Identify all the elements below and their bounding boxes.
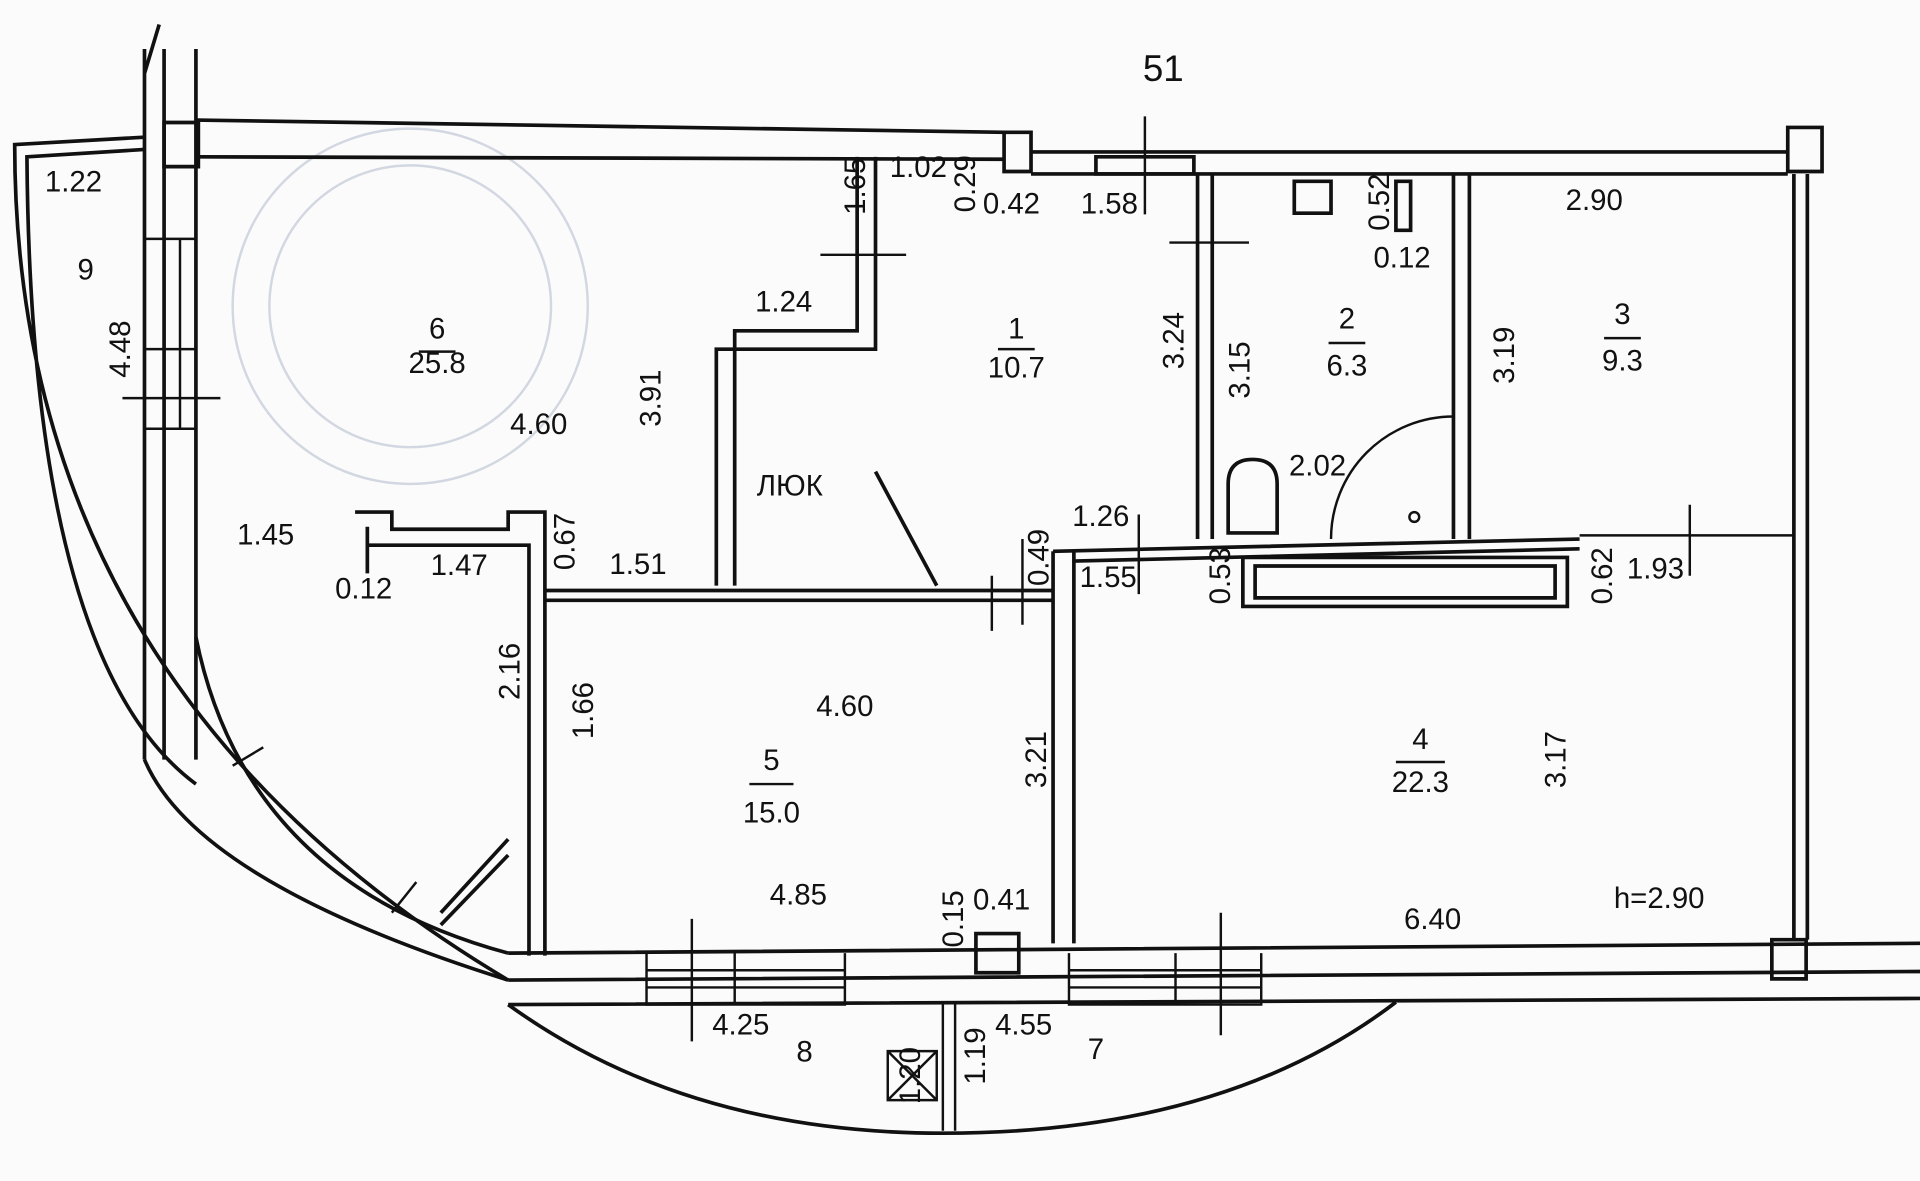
dimension: 3.17 <box>1539 731 1572 788</box>
dimension: 3.91 <box>634 370 667 427</box>
dimension: 0.67 <box>549 513 582 570</box>
dimension: 1.55 <box>1080 561 1137 594</box>
dimension: 0.52 <box>1363 174 1396 231</box>
dimension: 0.49 <box>1023 529 1056 586</box>
room-3: 3 9.3 <box>1602 298 1643 378</box>
dimension: 1.26 <box>1072 500 1129 533</box>
scale-box-label: 1.20 <box>894 1047 927 1104</box>
dimension: 4.60 <box>816 690 873 723</box>
room-7-number: 7 <box>1088 1033 1104 1066</box>
room-6: 6 25.8 <box>409 313 466 380</box>
room-1: 1 10.7 <box>988 313 1045 385</box>
dimension: 3.24 <box>1157 312 1190 369</box>
room-4: 4 22.3 <box>1392 723 1449 799</box>
dimension: 0.42 <box>983 188 1040 221</box>
hatch-label: ЛЮК <box>757 469 823 502</box>
room-area: 22.3 <box>1392 766 1449 799</box>
dimension: 1.51 <box>609 548 666 581</box>
ceiling-height: h=2.90 <box>1614 882 1705 915</box>
room-area: 6.3 <box>1327 349 1368 382</box>
dimension: 1.22 <box>45 166 102 199</box>
room-2: 2 6.3 <box>1327 303 1368 383</box>
room-number: 4 <box>1412 723 1428 756</box>
dimension: 1.24 <box>755 286 812 319</box>
dimension: 0.41 <box>973 883 1030 916</box>
labels: 51 ЛЮК h=2.90 1.20 1 10.7 2 6.3 3 9.3 4 … <box>45 48 1705 1104</box>
room-8-number: 8 <box>796 1035 812 1068</box>
dimension: 0.29 <box>949 155 982 212</box>
dimension: 1.66 <box>567 682 600 739</box>
dimension: 0.53 <box>1204 547 1237 604</box>
dimension: 4.48 <box>104 321 137 378</box>
room-number: 6 <box>429 313 445 346</box>
dimension: 4.60 <box>510 408 567 441</box>
dimension: 3.21 <box>1020 731 1053 788</box>
dimension: 0.12 <box>1373 241 1430 274</box>
room-area: 15.0 <box>743 796 800 829</box>
dimensions: 1.22 4.48 1.65 1.02 0.29 0.42 1.58 1.24 … <box>45 151 1684 1085</box>
dimension: 1.45 <box>237 518 294 551</box>
room-5: 5 15.0 <box>743 744 800 830</box>
dimension: 2.16 <box>494 643 527 700</box>
dimension: 3.15 <box>1223 341 1256 398</box>
dimension: 1.93 <box>1627 553 1684 586</box>
room-area: 25.8 <box>409 347 466 380</box>
room-number: 3 <box>1614 298 1630 331</box>
room-number: 1 <box>1008 313 1024 346</box>
room-number: 2 <box>1339 303 1355 336</box>
walls <box>12 23 1920 1136</box>
dimension: 1.65 <box>839 158 872 215</box>
dimension: 4.85 <box>770 879 827 912</box>
room-area: 10.7 <box>988 352 1045 385</box>
stamp <box>231 127 589 486</box>
room-area: 9.3 <box>1602 344 1643 377</box>
dimension: 2.90 <box>1566 184 1623 217</box>
dimension: 1.19 <box>959 1027 992 1084</box>
sheet-number: 51 <box>1143 48 1184 89</box>
dimension: 0.62 <box>1586 547 1619 604</box>
dimension: 0.12 <box>335 572 392 605</box>
dimension: 3.19 <box>1488 327 1521 384</box>
dimension: 1.58 <box>1081 188 1138 221</box>
dimension: 1.47 <box>431 549 488 582</box>
dimension: 1.02 <box>890 151 947 184</box>
room-9-number: 9 <box>78 254 94 287</box>
dimension: 2.02 <box>1289 450 1346 483</box>
room-number: 5 <box>763 744 779 777</box>
dimension: 6.40 <box>1404 903 1461 936</box>
dimension: 4.55 <box>995 1008 1052 1041</box>
dimension: 0.15 <box>937 890 970 947</box>
dimension: 4.25 <box>712 1008 769 1041</box>
